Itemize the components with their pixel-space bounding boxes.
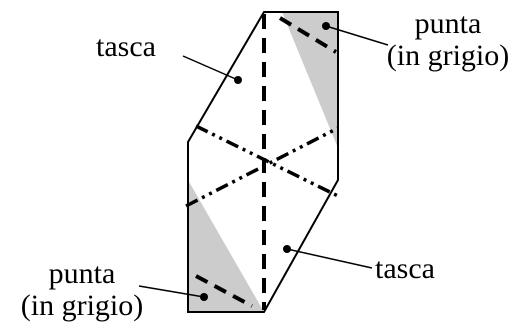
leader-tasca-bottom (286, 248, 373, 269)
bottom-tip-shading (188, 180, 264, 312)
label-punta-top-line1: punta (414, 7, 482, 40)
top-tip-fold-line (278, 16, 338, 54)
label-punta-top-line2: (in grigio) (386, 39, 510, 72)
label-punta-bottom-line2: (in grigio) (20, 289, 144, 322)
diagonal-mountain-fold-2 (185, 126, 339, 208)
leader-punta-top (325, 25, 389, 46)
marker-dot-punta-bottom (200, 293, 208, 301)
leader-tasca-top (182, 55, 239, 81)
label-tasca-top: tasca (96, 30, 156, 63)
marker-dot-tasca-bottom (283, 245, 291, 253)
folded-paper-outline (187, 11, 339, 313)
bottom-tip-fold-line (195, 274, 253, 308)
label-punta-bottom-line1: punta (48, 257, 116, 290)
label-punta-bottom: punta (in grigio) (0, 258, 164, 322)
top-tip-shading (282, 12, 338, 148)
marker-dot-tasca-top (234, 76, 242, 84)
diagonal-mountain-fold-1 (195, 124, 339, 198)
marker-dot-punta-top (322, 22, 330, 30)
label-punta-top: punta (in grigio) (368, 8, 528, 72)
label-tasca-bottom: tasca (375, 252, 435, 285)
leader-punta-bottom (138, 285, 205, 298)
